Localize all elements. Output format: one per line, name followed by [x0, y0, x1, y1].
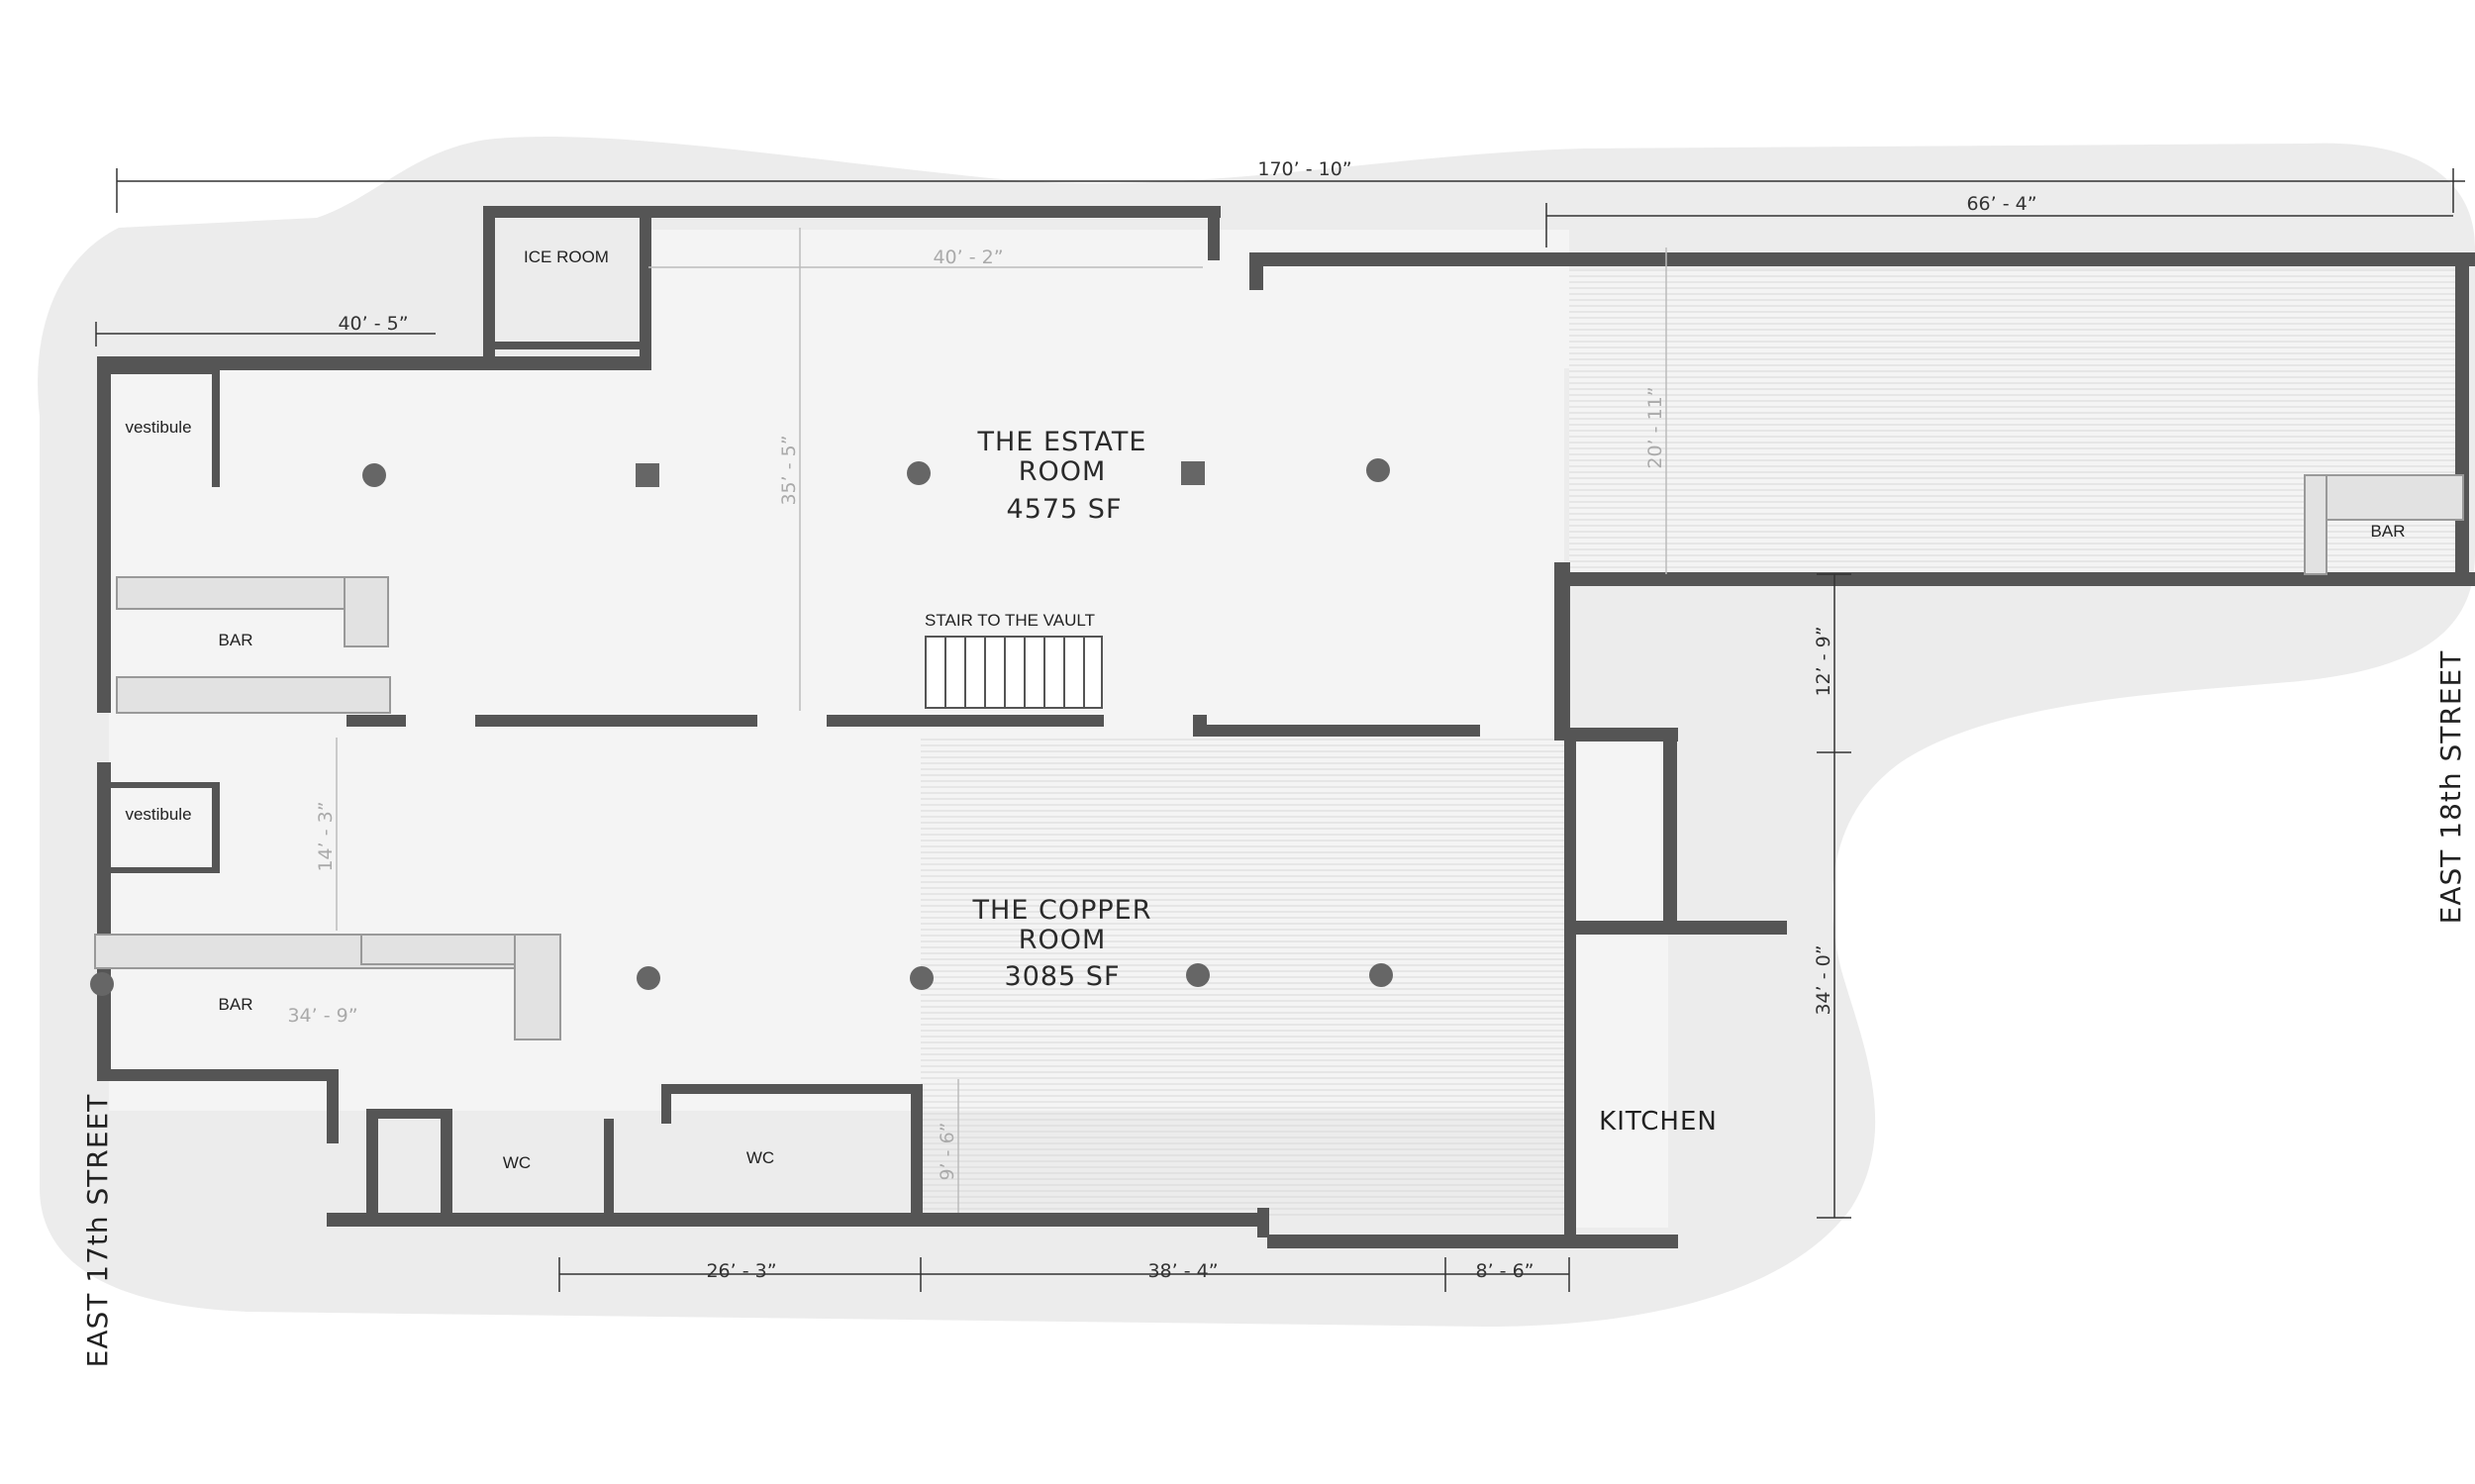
street-right-label: EAST 18th STREET	[2434, 650, 2467, 925]
estate-room-name-line2: ROOM	[1019, 456, 1107, 487]
copper-room-name-line1: THE COPPER	[972, 895, 1152, 926]
walls	[97, 206, 2475, 1248]
dim-copper-small: 9’ - 6”	[937, 1123, 958, 1181]
dim-left-gap: 14’ - 3”	[315, 801, 337, 871]
estate-room-name-line1: THE ESTATE	[977, 427, 1147, 457]
estate-room-area: 4575 SF	[1007, 494, 1123, 525]
dim-bottom-right: 8’ - 6”	[1476, 1260, 1534, 1282]
dim-overall-width: 170’ - 10”	[1257, 158, 1351, 180]
dim-estate-width: 40’ - 2”	[933, 247, 1003, 268]
dimension-lines-light	[336, 228, 1667, 1213]
bar-left-top-label: BAR	[219, 631, 253, 649]
dim-bottom-mid: 38’ - 4”	[1147, 1260, 1218, 1282]
street-left-label: EAST 17th STREET	[81, 1094, 114, 1368]
dim-right-wing: 66’ - 4”	[1966, 193, 2036, 215]
dim-right-side-lower: 34’ - 0”	[1813, 944, 1834, 1015]
stair-label: STAIR TO THE VAULT	[925, 611, 1095, 630]
copper-room-area: 3085 SF	[1005, 961, 1121, 992]
kitchen-label: KITCHEN	[1599, 1107, 1718, 1137]
dim-bar-length: 34’ - 9”	[287, 1005, 357, 1027]
ice-room-label: ICE ROOM	[524, 247, 609, 266]
dim-left-top: 40’ - 5”	[338, 313, 408, 335]
dim-bottom-left: 26’ - 3”	[706, 1260, 776, 1282]
stair	[925, 636, 1103, 709]
dim-estate-depth: 35’ - 5”	[778, 435, 800, 505]
wc-right-label: WC	[746, 1148, 774, 1167]
vestibule-bottom-label: vestibule	[125, 805, 191, 824]
vestibule-top-label: vestibule	[125, 418, 191, 437]
columns	[90, 458, 1393, 996]
wc-left-label: WC	[503, 1153, 531, 1172]
bar-counters	[94, 474, 2464, 1040]
bar-left-bottom-label: BAR	[219, 995, 253, 1014]
copper-room-name-line2: ROOM	[1019, 925, 1107, 955]
dim-right-wing-depth: 20’ - 11”	[1644, 386, 1666, 468]
dim-right-side-upper: 12’ - 9”	[1813, 626, 1834, 696]
dimension-lines	[95, 168, 2465, 1292]
bar-right-label: BAR	[2371, 522, 2406, 541]
